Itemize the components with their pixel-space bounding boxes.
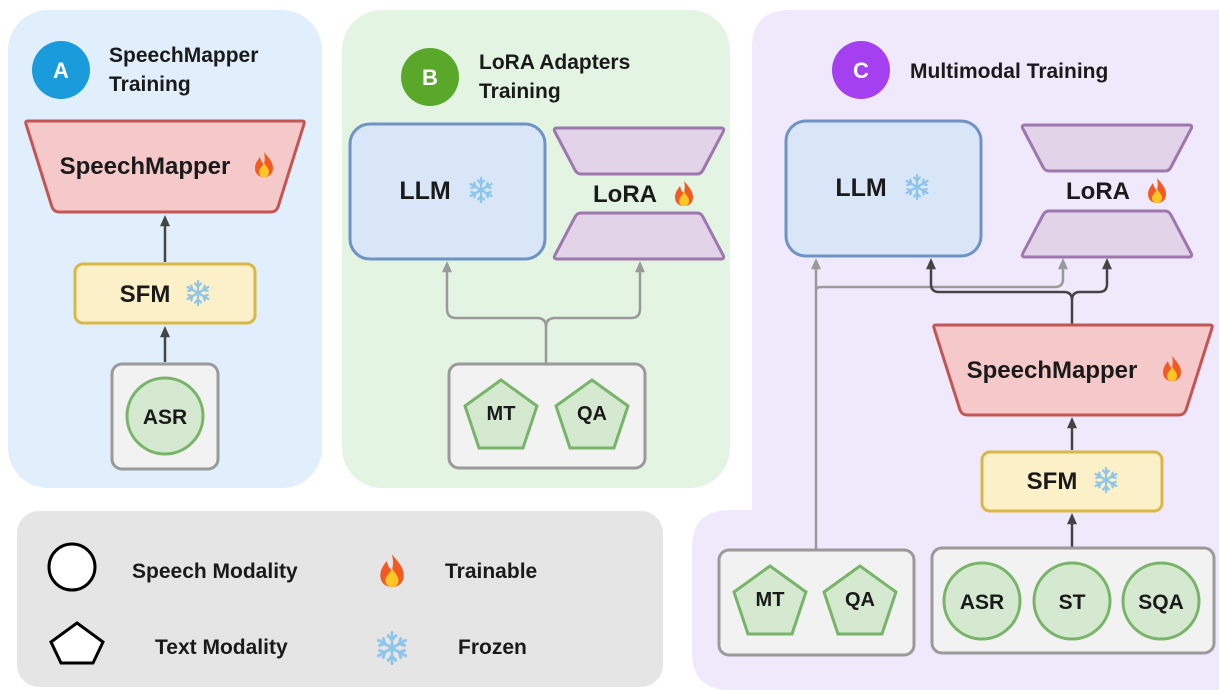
asr-task-circle [942,561,1022,641]
speechmapper-block-a: SpeechMapper [24,119,306,214]
panel-speechmapper-training: A SpeechMapper Training SpeechMapper SFM… [8,10,322,488]
legend: Speech Modality Text Modality Trainable … [17,511,663,687]
legend-frozen: Frozen [458,636,527,659]
qa-task-label: QA [577,403,607,425]
speechmapper-label-a: SpeechMapper [60,153,231,180]
sqa-task-circle [1121,561,1201,641]
mt-task-label-c: MT [756,589,785,611]
sfm-block-c: SFM [980,450,1164,513]
panel-lora-training: B LoRA Adapters Training LLM LoRA MT QA [342,10,730,488]
mt-task-label: MT [487,403,516,425]
legend-text-modality: Text Modality [155,636,288,659]
lora-label-b: LoRA [593,181,657,208]
panel-multimodal-training: C Multimodal Training LLM LoRA SpeechMap… [692,10,1219,690]
badge-c [832,41,890,99]
speechmapper-label-c: SpeechMapper [967,357,1138,384]
st-task-circle [1032,561,1112,641]
panel-b-title-line2: Training [479,80,561,103]
badge-c-label: C [853,58,869,83]
sfm-label-a: SFM [120,281,171,308]
panel-a-title-line2: Training [109,73,191,96]
asr-task-label-c: ASR [960,591,1004,614]
legend-speech-modality: Speech Modality [132,560,298,583]
llm-block-c: LLM [784,119,983,258]
qa-task-pentagon [822,564,898,636]
task-container-a: ASR [110,362,220,471]
sfm-label-c: SFM [1027,468,1078,495]
badge-b-label: B [422,65,438,90]
sqa-task-label-c: SQA [1138,591,1184,614]
llm-label-c: LLM [835,174,886,202]
panel-b-title-line1: LoRA Adapters [479,51,630,74]
lora-block-b: LoRA [552,126,726,261]
asr-task-circle [125,376,205,456]
mt-task-pentagon [463,378,539,450]
legend-trainable: Trainable [445,560,537,583]
badge-a-label: A [53,58,69,83]
llm-label-b: LLM [399,177,450,205]
speech-task-container-c: ASR ST SQA [930,546,1216,655]
text-task-container-c: MT QA [717,548,916,657]
qa-task-label-c: QA [845,589,875,611]
speechmapper-block-c: SpeechMapper [932,323,1214,417]
st-task-label-c: ST [1059,591,1086,614]
badge-a [32,41,90,99]
text-modality-symbol [49,621,105,665]
llm-block-b: LLM [348,122,547,261]
panel-c-title: Multimodal Training [910,60,1108,83]
panel-a-title-line1: SpeechMapper [109,44,258,67]
mt-task-pentagon [732,564,808,636]
speech-modality-symbol [47,542,97,592]
lora-label-c: LoRA [1066,178,1130,205]
sfm-block-a: SFM [73,262,257,325]
asr-task-label: ASR [143,406,187,429]
task-container-b: MT QA [447,362,647,470]
badge-b [401,48,459,106]
lora-block-c: LoRA [1020,123,1194,259]
qa-task-pentagon [554,378,630,450]
